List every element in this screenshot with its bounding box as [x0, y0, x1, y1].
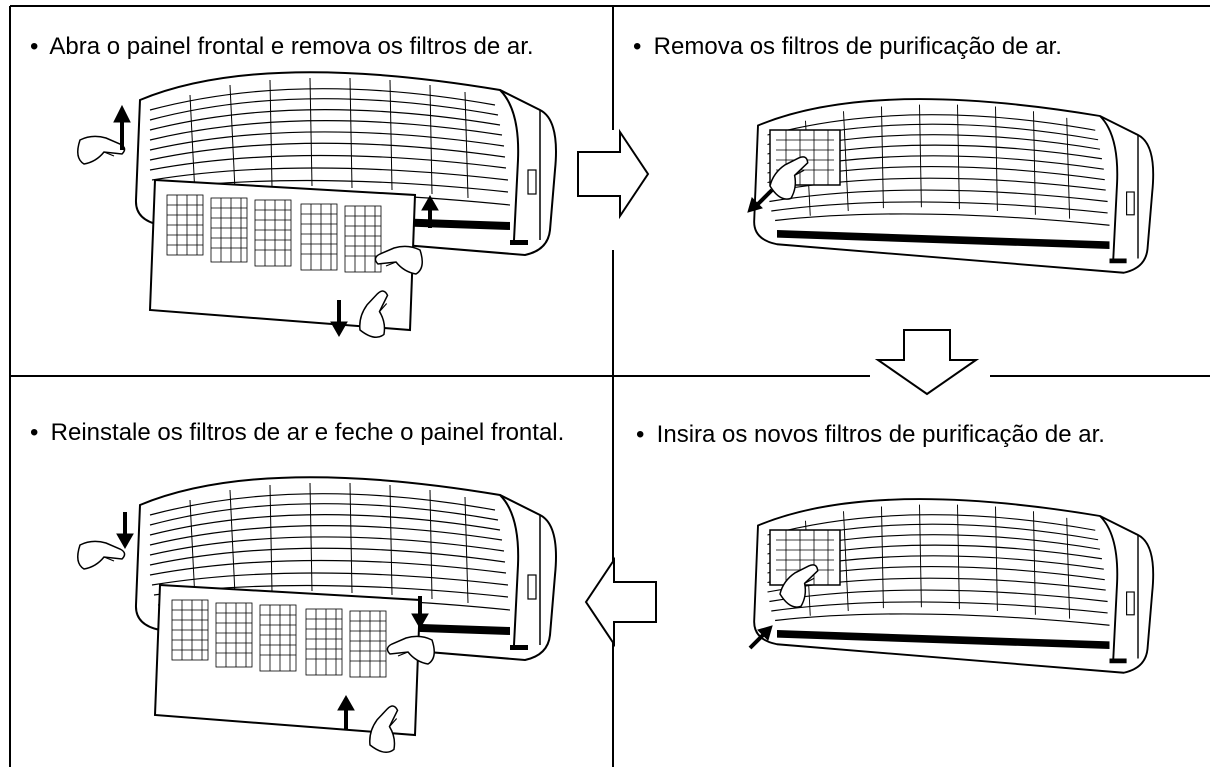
- step-4-caption: • Reinstale os filtros de ar e feche o p…: [30, 418, 590, 448]
- step-4-text: Reinstale os filtros de ar e feche o pai…: [50, 419, 565, 446]
- bullet-icon: •: [633, 33, 642, 60]
- illustration-insert-purifier: [748, 498, 1155, 674]
- step-3-caption: • Insira os novos filtros de purificação…: [636, 420, 1196, 450]
- step-1-caption: • Abra o painel frontal e remova os filt…: [30, 32, 610, 62]
- step-3-text: Insira os novos filtros de purificação d…: [656, 421, 1105, 448]
- step-2-text: Remova os filtros de purificação de ar.: [653, 33, 1062, 60]
- illustration-reinstall-filters: [77, 476, 557, 757]
- bullet-icon: •: [30, 419, 39, 446]
- arrow-down: [874, 329, 980, 396]
- arrow-right: [577, 128, 650, 220]
- illustration-remove-purifier: [747, 98, 1155, 274]
- bullet-icon: •: [30, 33, 39, 60]
- bullet-icon: •: [636, 421, 645, 448]
- step-2-caption: • Remova os filtros de purificação de ar…: [633, 32, 1193, 62]
- illustration-open-panel: [77, 71, 557, 342]
- step-1-text: Abra o painel frontal e remova os filtro…: [49, 33, 534, 60]
- arrow-left: [584, 556, 657, 648]
- frame-lines: [9, 5, 1210, 767]
